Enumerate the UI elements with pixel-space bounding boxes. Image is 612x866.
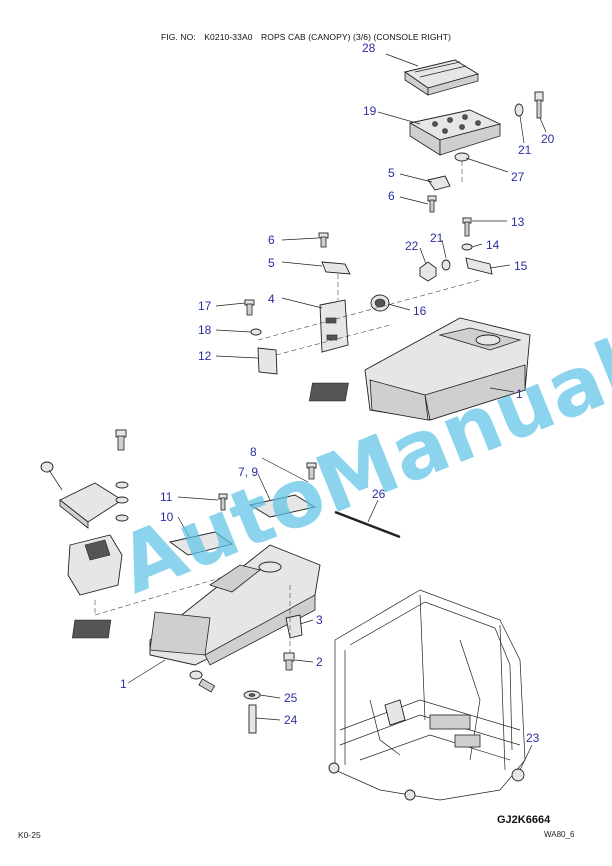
callout-13: 13 [511, 215, 525, 229]
part-22-nut [419, 261, 437, 282]
callout-6-upper: 6 [388, 189, 395, 203]
part-10-pad [168, 531, 234, 556]
callout-21-lower: 21 [430, 231, 444, 245]
part-25-washer [243, 690, 261, 700]
drawing-number: GJ2K6664 [497, 814, 551, 826]
callout-4: 4 [268, 292, 275, 306]
part-6-screw-upper [427, 195, 437, 213]
callout-21-upper: 21 [518, 143, 532, 157]
joystick-bracket [59, 482, 123, 529]
part-8-screw [306, 462, 317, 480]
part-21-washer [514, 103, 524, 117]
callout-28: 28 [362, 41, 376, 55]
callout-8: 8 [250, 445, 257, 459]
watermark: AutoManual [107, 323, 612, 612]
callout-1-left: 1 [120, 677, 127, 691]
part-2-bolt [283, 652, 295, 671]
callout-26: 26 [372, 487, 386, 501]
fig-label: FIG. NO: [161, 32, 196, 42]
callout-20: 20 [541, 132, 555, 146]
callout-5-mid: 5 [268, 256, 275, 270]
part-14-washer [461, 243, 473, 251]
callout-17: 17 [198, 299, 212, 313]
callout-7-9: 7, 9 [238, 465, 258, 479]
part-11-screw [218, 493, 228, 511]
part-16-knob [370, 294, 390, 312]
part-5-clip-upper [427, 175, 451, 191]
figure-header: FIG. NO: K0210-33A0 ROPS CAB (CANOPY) (3… [0, 32, 612, 42]
callout-12: 12 [198, 349, 212, 363]
part-17-bolt [244, 299, 255, 316]
callout-19: 19 [363, 104, 377, 118]
callout-1-right: 1 [516, 387, 523, 401]
joystick-lever [40, 461, 63, 491]
callout-23: 23 [526, 731, 540, 745]
callout-22: 22 [405, 239, 419, 253]
callout-6-mid: 6 [268, 233, 275, 247]
part-28-armrest-pad [403, 59, 480, 96]
callout-5-upper: 5 [388, 166, 395, 180]
callout-10: 10 [160, 510, 174, 524]
callout-3: 3 [316, 613, 323, 627]
joystick-boot [67, 534, 123, 596]
leader-lines [127, 53, 547, 771]
mount-bolts [115, 429, 129, 522]
part-23-grommet [511, 768, 525, 782]
part-19-bracket [408, 109, 502, 156]
callouts: 28 19 20 21 27 5 6 13 22 21 14 15 6 5 4 … [120, 41, 555, 745]
callout-14: 14 [486, 238, 500, 252]
part-27-nut [454, 152, 470, 162]
part-26-rod [334, 510, 401, 539]
part-4-latch [319, 299, 349, 353]
fastener-bottom-left [189, 670, 216, 693]
callout-24: 24 [284, 713, 298, 727]
part-21-washer-lower [441, 259, 451, 271]
part-12-bracket [257, 347, 278, 375]
cab-frame [328, 589, 526, 801]
part-13-bolt [462, 217, 472, 237]
part-20-bolt [534, 91, 544, 119]
part-1-console-left [71, 544, 321, 666]
part-1-console-right [308, 317, 531, 421]
callout-27: 27 [511, 170, 525, 184]
sheet-code: WA80_6 [544, 830, 575, 839]
part-7-9-pad [248, 494, 317, 518]
callout-18: 18 [198, 323, 212, 337]
callout-15: 15 [514, 259, 528, 273]
part-3-bracket [285, 614, 303, 639]
fig-title: ROPS CAB (CANOPY) (3/6) (CONSOLE RIGHT) [261, 32, 451, 42]
callout-16: 16 [413, 304, 427, 318]
part-5-clip-mid [321, 261, 351, 275]
part-15-plate [465, 257, 493, 275]
callout-25: 25 [284, 691, 298, 705]
callout-2: 2 [316, 655, 323, 669]
fig-number: K0210-33A0 [204, 32, 253, 42]
callout-11: 11 [160, 490, 173, 504]
part-6-screw-mid [318, 232, 329, 248]
page-code: K0-25 [18, 830, 41, 840]
part-24-pin [248, 704, 257, 734]
part-18-washer [250, 328, 262, 336]
